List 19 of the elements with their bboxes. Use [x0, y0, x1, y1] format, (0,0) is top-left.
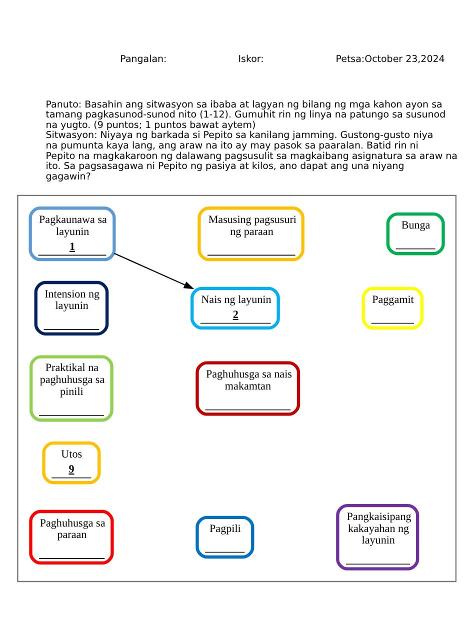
label: Panuto: Basahin ang sitwasyon sa ibaba at lagyan ng bilang ng mga kahon ayon sa tamang pagkasunod-sunod nito (1-12). Gumuhit rin ng linya na patungo sa susunod na yugto. (9 puntos; 1 puntos bawat aytem): [46, 98, 446, 130]
node-box: Paghuhusga sa nais makamtan: [196, 360, 300, 416]
node-box: Masusing pagsusuri ng paraan: [198, 206, 304, 261]
node-box: Bunga: [386, 212, 445, 255]
node-box: Paghuhusga sa paraan: [29, 509, 114, 564]
node-box: Pangkaisipang kakayahan ng layunin: [336, 503, 420, 570]
label: Petsa:October 23,2024: [336, 53, 445, 64]
node-box: Paggamit: [362, 286, 424, 330]
node-box: Intension ng layunin: [34, 280, 109, 335]
node-box: Pagkaunawa sa layunin 1: [28, 206, 116, 261]
arrow: [114, 252, 194, 289]
node-box: Pagpili: [196, 515, 254, 558]
label: Iskor:: [238, 53, 264, 64]
node-box: Nais ng layunin 2: [190, 286, 280, 330]
label: Sitwasyon: Niyaya ng barkada si Pepito sa kanilang jamming. Gustong-gusto niya na pumunta kaya lang, ang araw na ito ay may pasok sa paaralan. Batid rin ni Pepito na magkakaroon ng dalawang pagsusulit sa magkaibang asignatura sa araw na ito. Sa pagsasagawa ni Pepito ng pasiya at kilos, ano dapat ang una niyang gagawin?: [46, 130, 458, 182]
label: Pangalan:: [120, 53, 167, 64]
cluster: [17, 194, 457, 582]
node-box: Praktikal na paghuhusga sa pinili: [30, 354, 114, 422]
node-box: Utos 9: [42, 440, 101, 484]
